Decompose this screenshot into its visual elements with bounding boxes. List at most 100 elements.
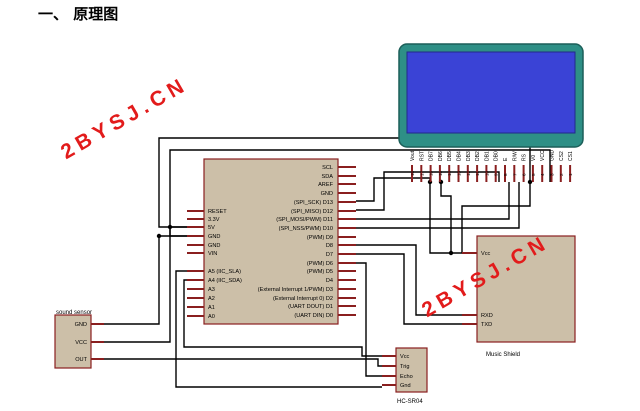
lcd-pin-label: Vout (410, 150, 416, 161)
lcd-module: Vout18RST17DB716DB615DB514DB413DB312DB21… (398, 43, 584, 182)
arduino-pin-label: (UART DIN) D0 (294, 313, 333, 319)
lcd-pin-number: 10 (484, 170, 489, 176)
lcd-pin-number: 2 (559, 173, 564, 176)
lcd-pin-number: 12 (466, 170, 471, 176)
lcd-pin-number: 15 (438, 170, 443, 176)
arduino-pin-label: D7 (326, 252, 333, 258)
sound-sensor-title: sound sensor (56, 310, 92, 316)
arduino-pin-label: RESET (208, 209, 227, 215)
arduino-pin-label: A5 (IIC_SLA) (208, 269, 241, 275)
lcd-pin-number: 1 (568, 173, 573, 176)
lcd-pin-label: DB3 (466, 151, 472, 161)
lcd-pin-number: 5 (531, 173, 536, 176)
hcsr04-pin-label: Trig (400, 364, 409, 370)
junction-dot (448, 250, 454, 256)
arduino-pin-label: (UART DOUT) D1 (288, 304, 333, 310)
arduino-pin-label: (External Interrupt 1/PWM) D3 (258, 287, 333, 293)
wire (356, 182, 520, 229)
arduino-pin-label: (SPI_SCK) D13 (294, 200, 333, 206)
music-shield-pin-label: TXD (481, 322, 492, 328)
arduino-pin-label: SCL (322, 165, 333, 171)
lcd-pin-label: DB2 (475, 151, 481, 161)
lcd-pin-label: DB1 (484, 151, 490, 161)
lcd-pin-label: DB5 (447, 151, 453, 161)
music-shield-pin-label: Vcc (481, 251, 491, 257)
hcsr04-pin-label: Gnd (400, 383, 411, 389)
arduino-pin-label: SDA (321, 174, 333, 180)
junction-dot (167, 224, 173, 230)
music-shield-body (476, 235, 576, 343)
junction-dot (527, 179, 533, 185)
lcd-pin-label: DB6 (438, 151, 444, 161)
lcd-pin-number: 11 (475, 171, 480, 176)
music-shield-pin-label: RXD (481, 313, 493, 319)
arduino-pin-label: 5V (208, 225, 215, 231)
arduino-pin-label: A2 (208, 296, 215, 302)
sound-sensor-pin-label: OUT (75, 357, 87, 363)
wire (104, 226, 187, 343)
hcsr04-pin-label: Vcc (400, 354, 410, 360)
lcd-pin-number: 18 (410, 170, 415, 176)
wire (175, 270, 382, 388)
hcsr04-pin-label: Echo (400, 374, 413, 380)
sound-sensor-pin-label: GND (75, 322, 87, 328)
wire (356, 182, 510, 220)
junction-dot (156, 233, 162, 239)
lcd-pin-label: GND (550, 150, 556, 162)
lcd-pin-label: DB7 (429, 151, 435, 161)
arduino-pin-label: 3.3V (208, 217, 220, 223)
lcd-pin-label: R/W (512, 151, 518, 161)
wire (356, 177, 431, 202)
lcd-pin-number: 8 (503, 173, 508, 176)
lcd-pin-label: CS2 (559, 151, 565, 161)
lcd-pin-number: 7 (512, 173, 517, 176)
arduino-pin-label: (PWM) D9 (307, 235, 333, 241)
arduino-pin-label: A0 (208, 314, 215, 320)
hcsr04-title: HC-SR04 (397, 399, 423, 405)
sound-sensor-body (54, 314, 92, 369)
lcd-pin-number: 3 (550, 173, 555, 176)
lcd-pin-label: VCC (540, 150, 546, 161)
hcsr04-body (395, 347, 428, 393)
arduino-pin-label: A3 (208, 287, 215, 293)
arduino-pin-label: (SPI_MISO) D12 (291, 209, 333, 215)
lcd-pin-number: 16 (429, 170, 434, 176)
lcd-pin-label: V0 (531, 155, 537, 161)
lcd-pin-number: 6 (522, 173, 527, 176)
lcd-pin-number: 9 (494, 173, 499, 176)
lcd-pin-number: 4 (540, 173, 545, 176)
lcd-pin-label: CS1 (568, 151, 574, 161)
arduino-pin-label: D4 (326, 278, 333, 284)
lcd-screen (406, 51, 576, 134)
arduino-pin-label: GND (321, 191, 333, 197)
arduino-pin-label: (External Interrupt 0) D2 (273, 296, 333, 302)
arduino-pin-label: (SPI_MOSI/PWM) D11 (276, 217, 333, 223)
wire (356, 262, 382, 377)
arduino-pin-label: A4 (IIC_SDA) (208, 278, 242, 284)
wire (356, 244, 462, 316)
section-heading: 一、 原理图 (38, 5, 119, 23)
lcd-pin-label: RS (522, 153, 528, 161)
wire (104, 358, 382, 367)
lcd-pin-label: DB0 (494, 151, 500, 161)
arduino-pin-label: (PWM) D6 (307, 261, 333, 267)
lcd-pin-label: E (503, 157, 509, 161)
wire (356, 253, 462, 325)
arduino-pin-label: GND (208, 234, 220, 240)
arduino-pin-label: (SPI_NSS/PWM) D10 (279, 226, 333, 232)
wire (429, 182, 462, 254)
arduino-body (203, 158, 339, 325)
music-shield-title: Music Shield (486, 352, 520, 358)
lcd-pins: Vout18RST17DB716DB615DB514DB413DB312DB21… (410, 150, 574, 182)
arduino-pin-label: (PWM) D5 (307, 269, 333, 275)
lcd-pin-number: 17 (419, 170, 424, 176)
